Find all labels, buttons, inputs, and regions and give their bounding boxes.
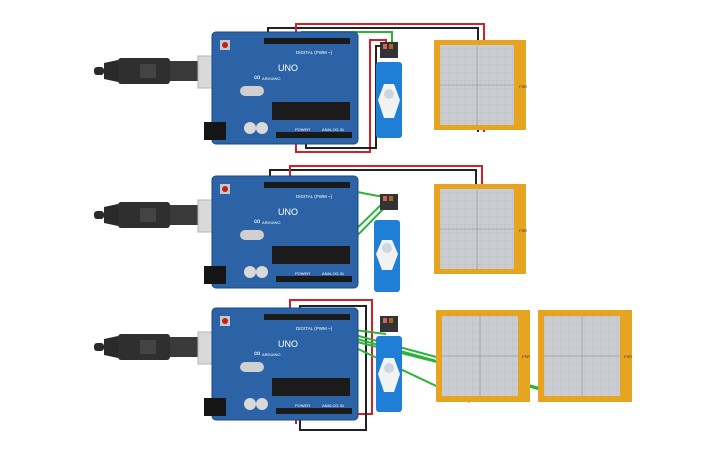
servo-motor[interactable] [376, 42, 402, 138]
sensor-label: FSR [519, 228, 527, 233]
sensor-label: FSR [519, 84, 527, 89]
sensor-label: FSR [522, 354, 530, 359]
force-sensor[interactable]: FSR [434, 40, 527, 130]
brand-label: ARDUINO [262, 220, 280, 225]
circuit-2: DIGITAL (PWM ~) ∞ UNO ARDUINO POWER ANAL… [94, 165, 527, 292]
circuit-3: DIGITAL (PWM ~) ∞ UNO ARDUINO POWER ANAL… [94, 299, 632, 431]
model-label: UNO [278, 339, 298, 349]
infinity-logo: ∞ [254, 216, 260, 226]
sensor-label: FSR [624, 354, 632, 359]
arduino-uno-board[interactable]: DIGITAL (PWM ~) ∞ UNO ARDUINO POWER ANAL… [204, 175, 359, 289]
analog-label: ANALOG IN [322, 127, 344, 132]
digital-label: DIGITAL (PWM ~) [296, 194, 333, 199]
power-label: POWER [295, 403, 310, 408]
force-sensor-2[interactable]: FSR [538, 310, 632, 402]
infinity-logo: ∞ [254, 72, 260, 82]
arduino-uno-board[interactable]: DIGITAL (PWM ~) ∞ UNO ARDUINO POWER ANAL… [204, 31, 359, 145]
brand-label: ARDUINO [262, 352, 280, 357]
servo-motor[interactable] [376, 316, 402, 412]
digital-label: DIGITAL (PWM ~) [296, 50, 333, 55]
infinity-logo: ∞ [254, 348, 260, 358]
wire-black-servo[interactable] [305, 45, 380, 149]
circuit-1: DIGITAL (PWM ~) ∞ UNO ARDUINO POWER ANAL… [94, 23, 527, 153]
digital-label: DIGITAL (PWM ~) [296, 326, 333, 331]
power-label: POWER [295, 127, 310, 132]
usb-cable[interactable] [94, 55, 239, 89]
servo-motor[interactable] [374, 194, 400, 292]
force-sensor[interactable]: FSR [434, 184, 527, 274]
wire-red-servo[interactable] [295, 39, 387, 153]
analog-label: ANALOG IN [322, 403, 344, 408]
power-label: POWER [295, 271, 310, 276]
model-label: UNO [278, 207, 298, 217]
model-label: UNO [278, 63, 298, 73]
arduino-uno-board[interactable]: DIGITAL (PWM ~) ∞ UNO ARDUINO POWER ANAL… [204, 307, 359, 421]
analog-label: ANALOG IN [322, 271, 344, 276]
force-sensor-1[interactable]: FSR [436, 310, 530, 402]
brand-label: ARDUINO [262, 76, 280, 81]
